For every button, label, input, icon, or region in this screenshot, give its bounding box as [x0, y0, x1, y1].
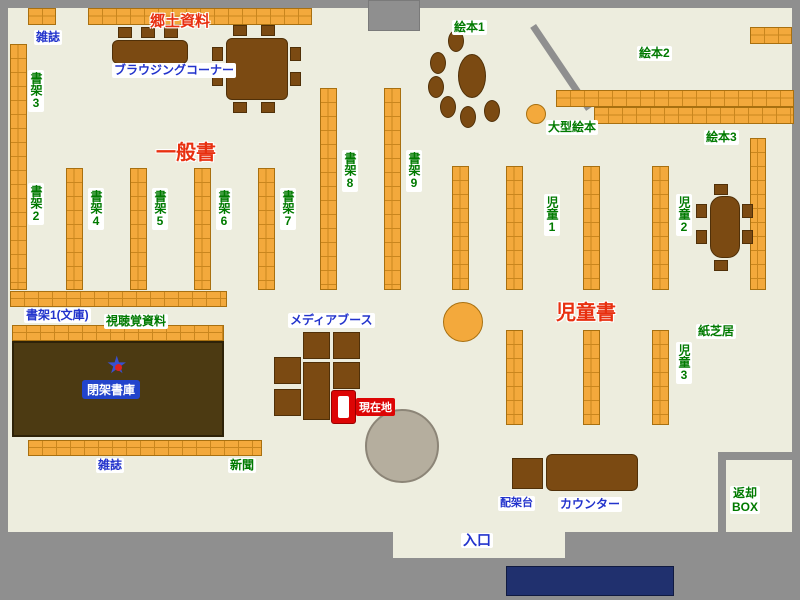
wall-pillar-top [368, 0, 420, 31]
label-large-picture-book: 大型絵本 [546, 120, 599, 135]
shelf-children-2a [583, 166, 600, 290]
chair [742, 230, 753, 244]
chair [212, 47, 223, 61]
children-table [710, 196, 740, 258]
heading-general-books: 一般書 [156, 142, 216, 164]
label-shelf-9: 書架9 [406, 150, 422, 192]
round-table [443, 302, 483, 342]
wall-return-room-top [718, 452, 792, 460]
label-shelf-5: 書架5 [152, 188, 168, 230]
chair [696, 204, 707, 218]
chair [261, 25, 275, 36]
shelf-middle [452, 166, 469, 290]
heading-local-materials: 郷土資料 [150, 13, 211, 30]
story-seat [428, 76, 444, 98]
shelf-magazine-newspaper [28, 440, 262, 456]
label-shelf-1-bunko: 書架1(文庫) [24, 308, 91, 323]
label-counter: カウンター [558, 497, 623, 512]
chair [742, 204, 753, 218]
label-magazine-bottom: 雑誌 [96, 458, 125, 473]
label-children-2: 児童2 [676, 194, 692, 236]
magazine-rack-top [28, 8, 56, 25]
label-shelf-7: 書架7 [280, 188, 296, 230]
shelf-picture-books-row2 [594, 107, 794, 124]
current-location-booth [331, 390, 356, 424]
shelf-children-3c [652, 330, 669, 425]
shelf-audio-visual [10, 291, 227, 307]
label-closed-stacks: 閉架書庫 [82, 380, 141, 399]
current-location-booth-inner [338, 396, 349, 418]
shelf-top-right-corner [750, 27, 792, 44]
sorting-stand [512, 458, 543, 489]
column-pillar [365, 409, 439, 483]
label-shelf-8: 書架8 [342, 150, 358, 192]
label-shelf-2: 書架2 [28, 183, 44, 225]
chair [290, 72, 301, 86]
label-shelf-3: 書架3 [28, 70, 44, 112]
chair [714, 260, 728, 271]
chair [164, 27, 178, 38]
label-kamishibai: 紙芝居 [696, 324, 737, 339]
label-picture-book-1: 絵本1 [452, 20, 487, 35]
chair [696, 230, 707, 244]
shelf-wall-left [10, 44, 27, 290]
chair [290, 47, 301, 61]
label-shelf-6: 書架6 [216, 188, 232, 230]
label-children-3: 児童3 [676, 342, 692, 384]
shelf-picture-books-row1 [556, 90, 794, 107]
media-booth [333, 362, 360, 389]
counter-desk [546, 454, 638, 491]
chair [141, 27, 155, 38]
story-seat [440, 96, 456, 118]
large-picture-book-stand [526, 104, 546, 124]
wall-return-room-left [718, 452, 726, 532]
media-booth [274, 357, 301, 384]
browsing-table [112, 40, 188, 64]
shelf-5 [130, 168, 147, 290]
label-magazine-top: 雑誌 [34, 30, 63, 45]
chair [233, 25, 247, 36]
shelf-4 [66, 168, 83, 290]
chair [118, 27, 132, 38]
media-booth [303, 362, 330, 420]
label-newspaper: 新聞 [228, 458, 257, 473]
story-corner-table [458, 54, 486, 98]
label-browsing-corner: ブラウジングコーナー [112, 63, 237, 78]
story-seat [484, 100, 500, 122]
heading-children-books: 児童書 [556, 302, 616, 324]
browsing-table-2 [226, 38, 288, 100]
story-seat [460, 106, 476, 128]
chair [261, 102, 275, 113]
shelf-8 [320, 88, 337, 290]
story-seat [430, 52, 446, 74]
label-media-booth: メディアブース [288, 313, 375, 328]
entrance-mat [506, 566, 674, 596]
shelf-children-2b [652, 166, 669, 290]
label-entrance: 入口 [461, 532, 493, 548]
chair [233, 102, 247, 113]
label-picture-book-2: 絵本2 [637, 46, 672, 61]
shelf-local-materials [88, 8, 312, 25]
label-children-1: 児童1 [544, 194, 560, 236]
label-return-box: 返却 BOX [730, 486, 761, 514]
media-booth [303, 332, 330, 359]
label-sorting-stand: 配架台 [498, 496, 535, 511]
chair [714, 184, 728, 195]
shelf-children-1 [506, 166, 523, 290]
label-picture-book-3: 絵本3 [704, 130, 739, 145]
star-dot-icon [115, 364, 122, 371]
label-current-location: 現在地 [356, 398, 395, 416]
shelf-6 [194, 168, 211, 290]
label-shelf-4: 書架4 [88, 188, 104, 230]
shelf-9 [384, 88, 401, 290]
shelf-7 [258, 168, 275, 290]
shelf-children-3b [583, 330, 600, 425]
media-booth [274, 389, 301, 416]
media-booth [333, 332, 360, 359]
shelf-children-3a [506, 330, 523, 425]
label-audio-visual: 視聴覚資料 [104, 314, 169, 329]
